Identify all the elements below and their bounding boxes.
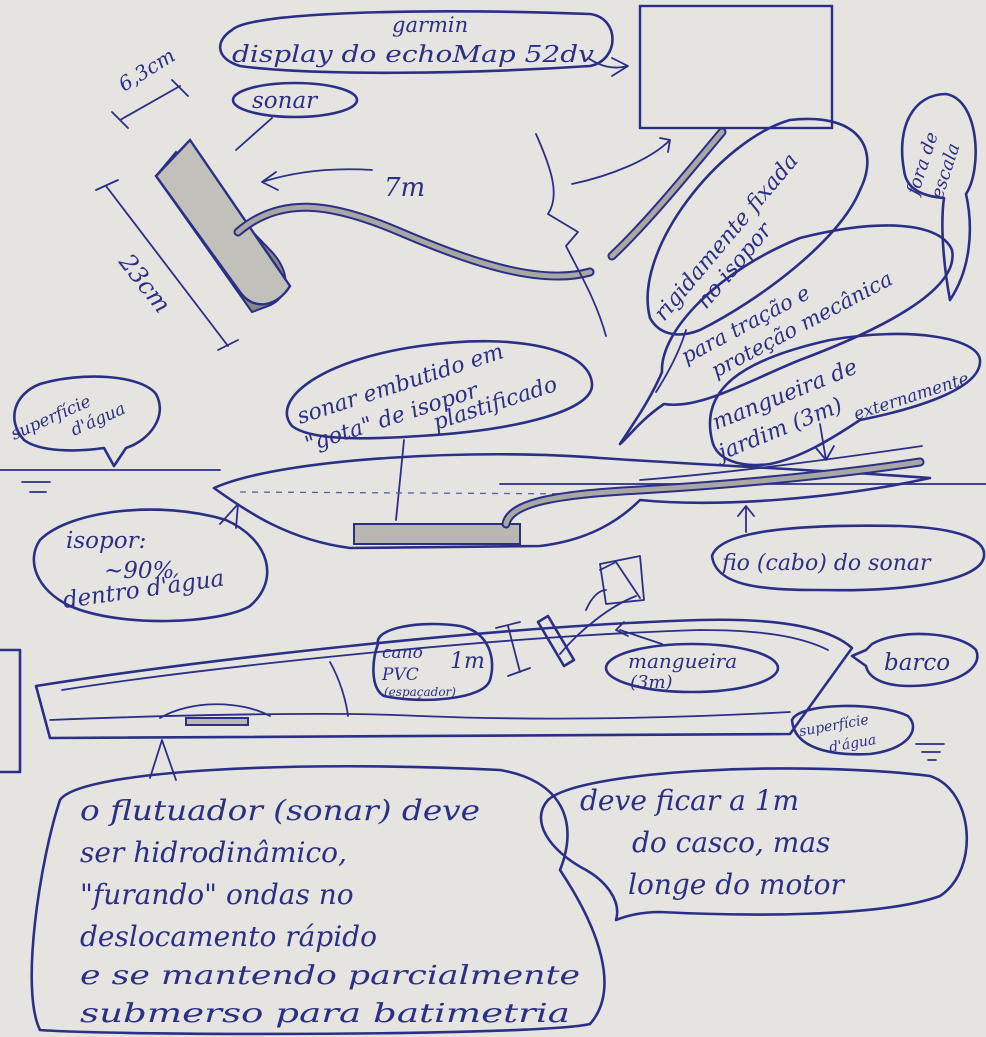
hose-small-arrow [615, 621, 663, 645]
display-box [638, 4, 834, 130]
sonar-device [154, 138, 292, 314]
float-note-line-5: e se mantendo parcialmente [80, 961, 580, 991]
length-dimension [95, 179, 239, 351]
isopor-bubble: isopor: ~90% dentro d'água [32, 503, 269, 623]
water-surface-small-bubble: superfície d'água [790, 704, 915, 756]
one-meter-label: 1m [450, 649, 485, 674]
boat-hull [34, 618, 854, 740]
float-note-bubble: o flutuador (sonar) deve ser hidrodinâmi… [30, 739, 606, 1036]
water-symbol [915, 743, 945, 761]
sonar-label: sonar [252, 88, 319, 114]
distance-arrow-right [571, 137, 671, 185]
pvc-label-2: PVC [381, 665, 419, 685]
distance-note-line-1: deve ficar a 1m [580, 784, 799, 817]
boat-label: barco [884, 650, 950, 676]
display-arrow [587, 57, 629, 77]
motor-outline [0, 648, 22, 774]
fora-de-escala-bubble: fora de escala [900, 92, 977, 302]
pvc-bubble: cano PVC (espaçador) [372, 622, 494, 702]
cable-bubble: fio (cabo) do sonar [710, 524, 986, 592]
boat-bubble: barco [850, 632, 979, 688]
float-note-line-4: deslocamento rápido [80, 920, 377, 953]
distance-note-bubble: deve ficar a 1m do casco, mas longe do m… [539, 767, 969, 922]
distance-note-line-3: longe do motor [628, 868, 845, 901]
float-at-boat [159, 703, 271, 719]
float-waterline [239, 491, 591, 495]
garden-hose-line [639, 445, 923, 481]
width-dimension [111, 79, 189, 129]
water-surface-bubble: superfície d'água [8, 375, 162, 468]
display-label: display do echoMap 52dv [232, 42, 594, 68]
sonar-bubble: sonar [231, 81, 359, 119]
pvc-label-1: cano [382, 643, 423, 663]
distance-note-line-2: do casco, mas [632, 826, 830, 859]
sonar-pointer [235, 117, 273, 151]
width-label: 6,3cm [114, 43, 179, 96]
pvc-pipe [536, 614, 576, 668]
display-bubble: garmin display do echoMap 52dv [218, 10, 614, 75]
embedded-pointer [395, 439, 405, 521]
float-note-line-1: o flutuador (sonar) deve [80, 794, 480, 827]
styrofoam-float [212, 452, 932, 550]
float-note-line-6: submerso para batimetria [80, 999, 570, 1029]
sonar-cable [233, 202, 595, 281]
garmin-label: garmin [392, 13, 468, 37]
cable-label: fio (cabo) do sonar [720, 551, 932, 576]
waterline-boat [49, 711, 791, 721]
sonar-at-boat [185, 717, 249, 726]
pvc-strut [329, 661, 349, 717]
embedded-sonar [353, 523, 521, 545]
float-note-line-3: "furando" ondas no [80, 878, 354, 911]
hose-small-bubble: mangueira (3m) [604, 642, 780, 694]
cable-arrow [737, 505, 755, 533]
one-meter-dimension [495, 621, 531, 677]
hose-label-3: externamente [851, 369, 971, 425]
pipe-top-fitting [585, 555, 645, 611]
hose-to-pipe [559, 561, 641, 655]
water-surface-small-label-2: d'água [828, 732, 878, 756]
length-label: 23cm [113, 248, 177, 319]
pvc-label-3: (espaçador) [384, 685, 456, 699]
float-note-line-2: ser hidrodinâmico, [80, 836, 347, 869]
hose-small-label-1: mangueira [628, 649, 737, 673]
scale-break [535, 133, 607, 337]
embedded-sonar-bubble: sonar embutido em "gota" de isopor plast… [285, 339, 594, 458]
hose-small-label-2: (3m) [630, 672, 673, 693]
distance-label: 7m [384, 173, 425, 203]
isopor-label-1: isopor: [66, 528, 146, 554]
distance-arrow-left [261, 168, 373, 191]
water-line-left [0, 469, 221, 493]
isopor-label-2: ~90% [104, 558, 174, 584]
